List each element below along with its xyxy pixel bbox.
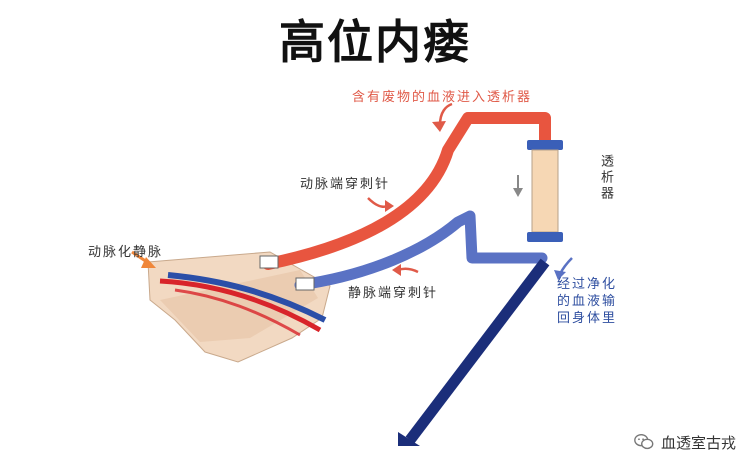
arterial-tube bbox=[262, 112, 551, 270]
arrow-return-head bbox=[554, 270, 566, 280]
arrow-top-right-head bbox=[432, 121, 446, 132]
label-arterialized-vein: 动脉化静脉 bbox=[88, 245, 164, 260]
arrow-avf-head bbox=[141, 257, 156, 268]
dialyzer-cap-bottom bbox=[527, 232, 563, 242]
page-title: 高位内瘘 bbox=[279, 15, 471, 69]
label-purified-return: 经过净化 的血液输 回身体里 bbox=[557, 277, 618, 326]
label-arterial-needle: 动脉端穿刺针 bbox=[300, 177, 391, 192]
dialyzer-cap-top bbox=[527, 140, 563, 150]
arrow-venous-needle-head bbox=[392, 264, 401, 276]
arterial-needle bbox=[259, 255, 279, 269]
watermark-text: 血透室古戎 bbox=[660, 433, 736, 452]
artery-in-arm-2 bbox=[174, 288, 301, 337]
dialyzer-body bbox=[531, 149, 559, 233]
watermark: 血透室古戎 bbox=[633, 431, 736, 453]
label-blood-to-dialyzer: 含有废物的血液进入透析器 bbox=[352, 90, 533, 105]
venous-needle bbox=[295, 277, 315, 291]
wechat-icon bbox=[634, 433, 654, 450]
venous-tube bbox=[294, 210, 548, 291]
dialyzer-flow-arrowhead bbox=[513, 188, 523, 197]
return-arrowhead bbox=[398, 432, 420, 446]
arrow-arterial-needle-head bbox=[385, 200, 394, 212]
label-venous-needle: 静脉端穿刺针 bbox=[348, 286, 439, 301]
vein-in-arm bbox=[167, 272, 327, 323]
return-tube bbox=[405, 258, 550, 444]
label-dialyzer: 透析器 bbox=[598, 154, 613, 202]
artery-in-arm bbox=[159, 278, 322, 333]
